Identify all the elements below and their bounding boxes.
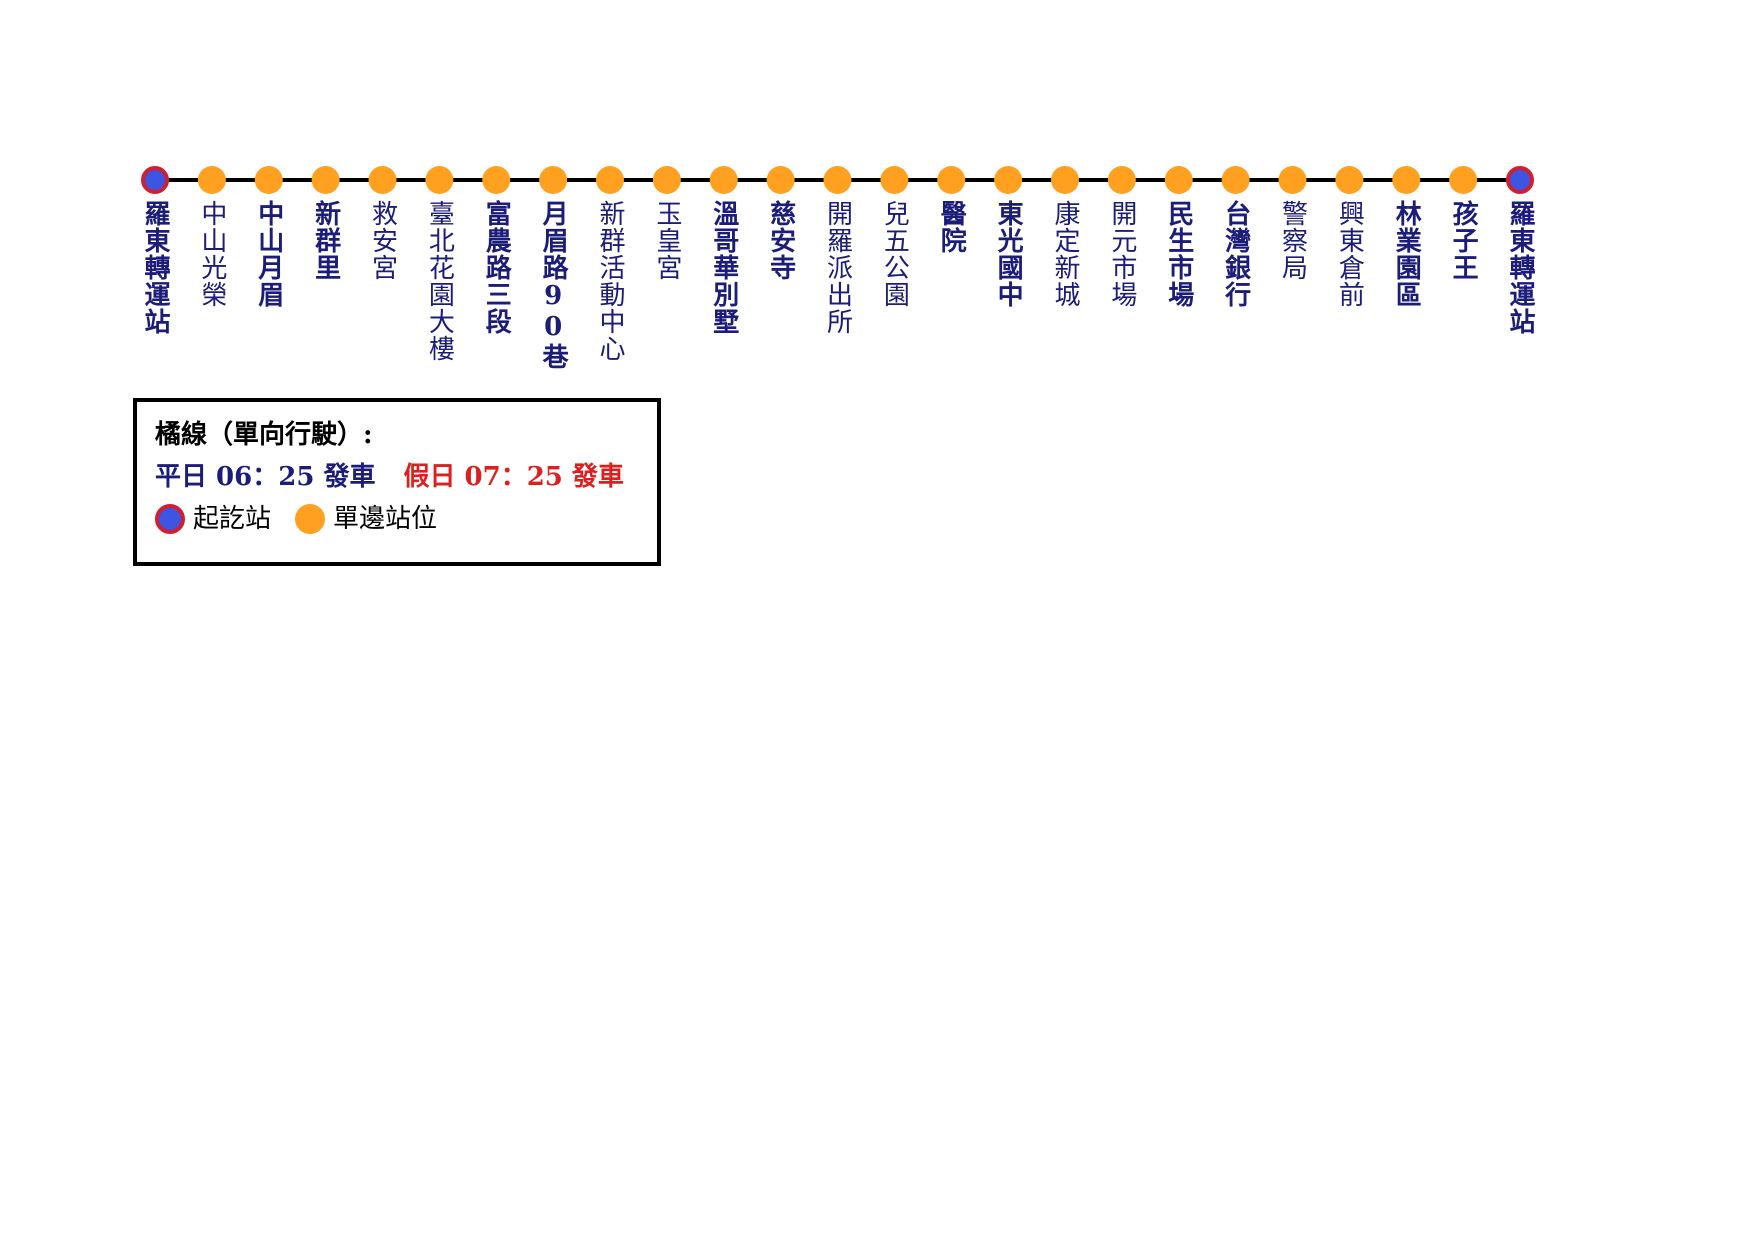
station-name: 中山光榮 — [196, 200, 227, 308]
stop-station-marker — [1278, 166, 1307, 194]
terminal-station-marker — [1506, 166, 1534, 194]
stop-station-marker — [652, 166, 681, 194]
station-name: 警察局 — [1277, 200, 1308, 281]
station-name: 玉皇宮 — [651, 200, 682, 281]
stop-station-marker — [994, 166, 1023, 194]
station-name: 孩子王 — [1448, 200, 1479, 281]
stop-station-marker — [1051, 166, 1079, 194]
stop-station-marker — [1392, 166, 1421, 194]
station-name: 林業園區 — [1391, 200, 1422, 308]
station-name: 康定新城 — [1050, 200, 1080, 308]
station-name: 開羅派出所 — [822, 200, 853, 335]
station-name: 東光國中 — [993, 200, 1024, 308]
terminal-station-marker — [141, 166, 169, 194]
stop-station-marker — [1335, 166, 1364, 194]
stop-station-marker — [1449, 166, 1478, 194]
station-name: 中山月眉 — [253, 200, 284, 308]
stop-station-marker — [1164, 166, 1193, 194]
schedule-line: 平日 06：25 發車假日 07：25 發車 — [155, 462, 624, 492]
station-name: 興東倉前 — [1334, 200, 1365, 308]
stop-key-label: 單邊站位 — [333, 504, 438, 534]
weekday-departure: 平日 06：25 發車 — [155, 462, 376, 492]
stop-marker-icon — [295, 504, 326, 534]
station-name: 兒五公園 — [879, 200, 910, 308]
station-name: 慈安寺 — [765, 200, 796, 281]
station-name: 羅東轉運站 — [1505, 200, 1535, 335]
station-markers — [141, 166, 1534, 194]
station-name: 溫哥華別墅 — [708, 200, 739, 335]
station-name: 月眉路90巷 — [538, 200, 569, 370]
stop-station-marker — [596, 166, 624, 194]
stop-station-marker — [539, 166, 568, 194]
station-name: 臺北花園大樓 — [424, 200, 455, 362]
station-name: 富農路三段 — [481, 200, 512, 335]
station-name: 台灣銀行 — [1220, 200, 1251, 308]
station-name: 開元市場 — [1106, 200, 1137, 308]
stop-station-marker — [880, 166, 909, 194]
stop-station-marker — [823, 166, 852, 194]
stop-station-marker — [766, 166, 795, 194]
station-name: 醫院 — [936, 200, 967, 254]
legend-title: 橘線（單向行駛）: — [155, 420, 373, 450]
route-map — [141, 166, 1534, 194]
station-name: 羅東轉運站 — [140, 200, 170, 335]
terminal-key-label: 起訖站 — [193, 504, 272, 534]
stop-station-marker — [1221, 166, 1250, 194]
station-name: 救安宮 — [367, 200, 398, 281]
stop-station-marker — [1107, 166, 1136, 194]
station-name: 新群活動中心 — [595, 200, 625, 362]
legend-box: 橘線（單向行駛）: 平日 06：25 發車假日 07：25 發車 起訖站 單邊站… — [133, 398, 661, 566]
stop-station-marker — [368, 166, 397, 194]
stop-station-marker — [254, 166, 283, 194]
stop-station-marker — [482, 166, 511, 194]
stop-station-marker — [311, 166, 340, 194]
stop-station-marker — [709, 166, 738, 194]
legend-key: 起訖站 單邊站位 — [155, 504, 437, 534]
stop-station-marker — [425, 166, 454, 194]
stop-station-marker — [197, 166, 226, 194]
stop-station-marker — [937, 166, 966, 194]
holiday-departure: 假日 07：25 發車 — [403, 462, 624, 492]
station-name: 民生市場 — [1163, 200, 1194, 308]
terminal-marker-icon — [155, 504, 185, 534]
station-name: 新群里 — [310, 200, 341, 281]
